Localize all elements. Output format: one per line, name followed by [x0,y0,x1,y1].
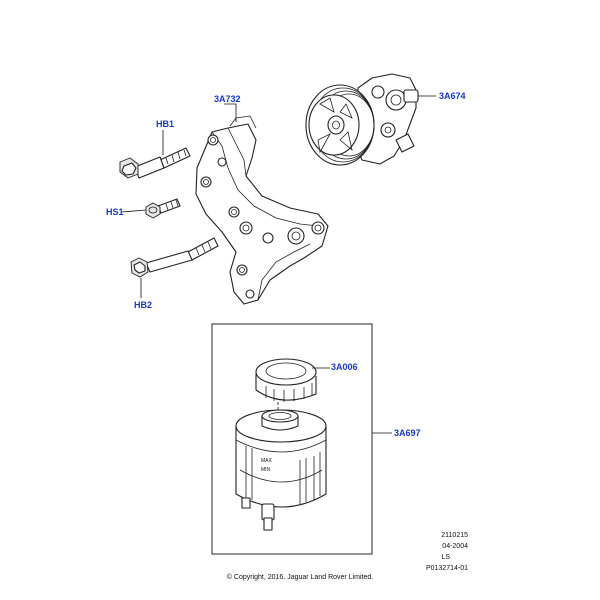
cap-3a006[interactable] [255,358,317,402]
reservoir-max-mark: MAX [261,458,273,464]
callout-hb1[interactable]: HB1 [156,119,175,129]
leader-hs1 [121,209,147,213]
bolt-hb2[interactable] [130,237,219,278]
callout-3a006[interactable]: 3A006 [331,362,358,372]
bolt-hb1[interactable] [119,147,191,179]
callout-3a732[interactable]: 3A732 [214,94,241,104]
diagram-date: 04-2004 [442,543,468,550]
screw-hs1[interactable] [145,198,181,219]
copyright-notice: © Copyright, 2016. Jaguar Land Rover Lim… [226,574,374,581]
diagram-reference: P0132714-01 [425,565,468,572]
pump-3a674[interactable] [305,73,419,166]
diagram-code: 2110215 [441,532,468,539]
callout-3a697[interactable]: 3A697 [394,428,421,438]
diagram-variant: LS [441,554,450,561]
leader-3a732 [224,103,237,122]
reservoir-min-mark: MIN [261,467,271,473]
callout-hb2[interactable]: HB2 [134,300,153,310]
callout-hs1[interactable]: HS1 [106,207,124,217]
bracket-3a732[interactable] [195,115,329,305]
reservoir-assembly-frame [211,323,373,555]
callout-3a674[interactable]: 3A674 [439,91,466,101]
reservoir-3a697[interactable] [235,409,327,531]
